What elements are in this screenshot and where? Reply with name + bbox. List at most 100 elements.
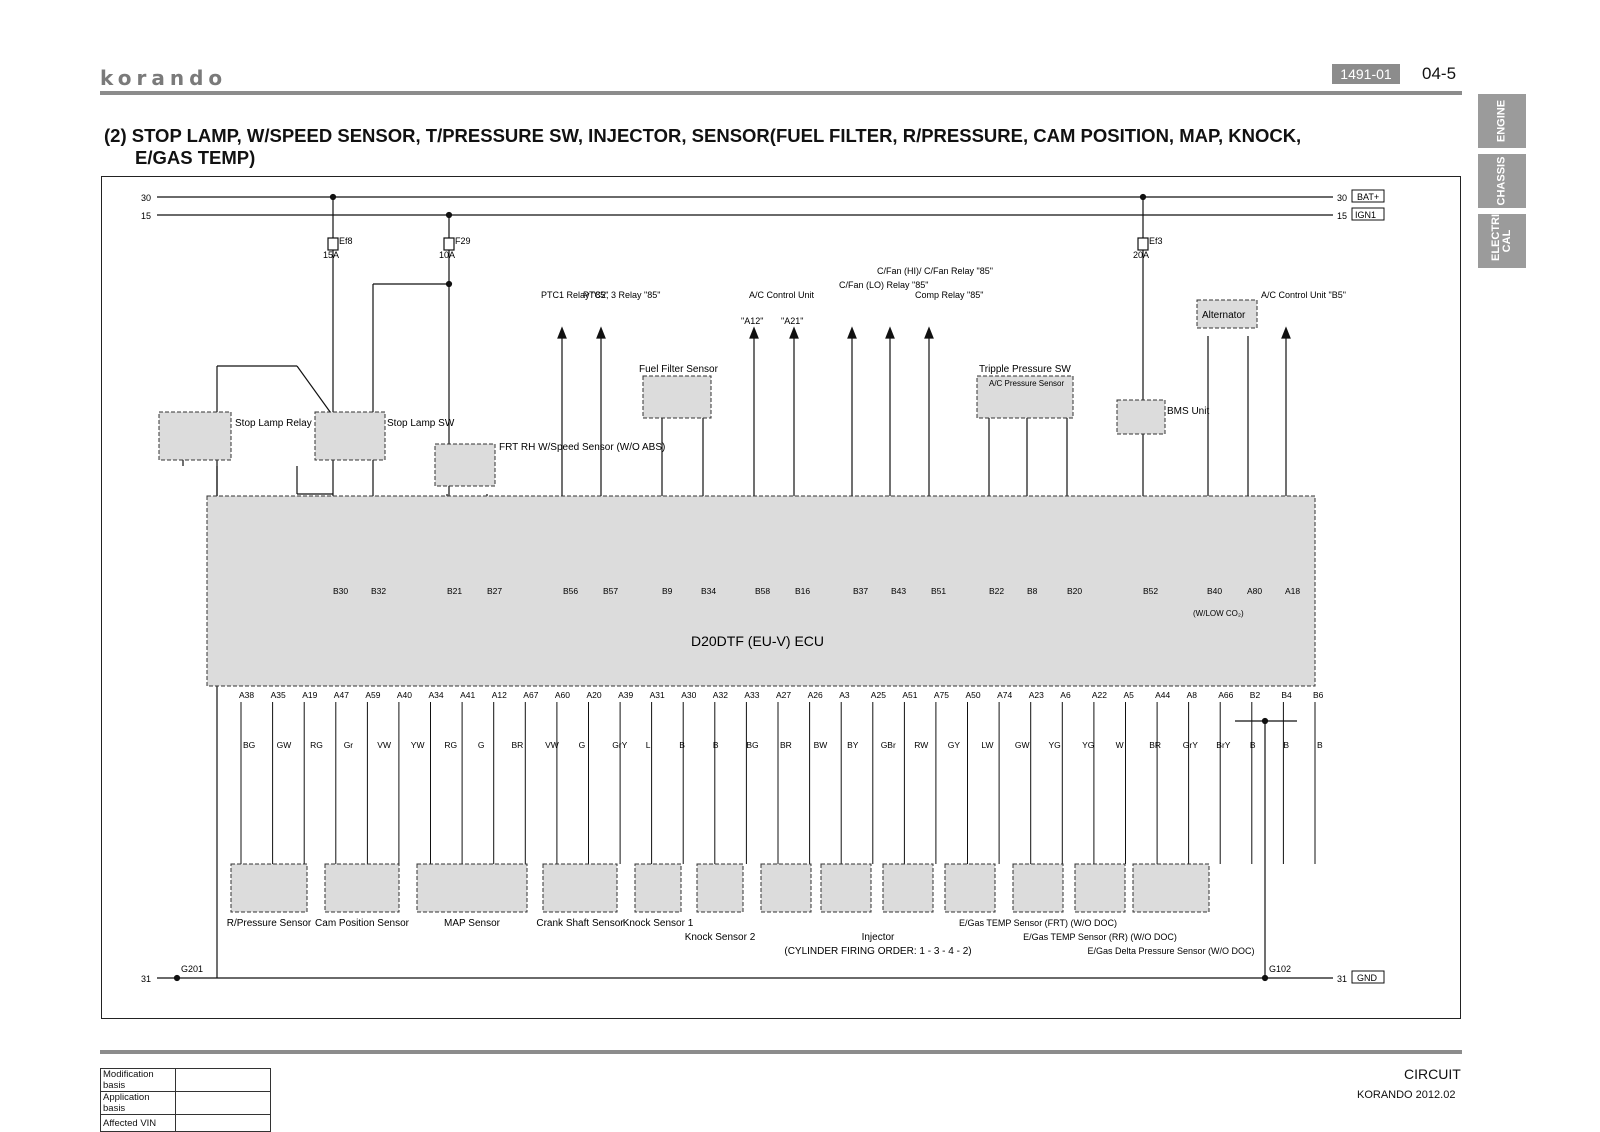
map-sensor-label: MAP Sensor xyxy=(444,918,501,929)
cam-position-sensor-label: Cam Position Sensor xyxy=(315,918,410,929)
tab-engine[interactable]: ENGINE xyxy=(1478,94,1526,148)
egas-temp-rr-label: E/Gas TEMP Sensor (RR) (W/O DOC) xyxy=(1023,932,1177,942)
stop-lamp-relay-box xyxy=(158,411,232,461)
title-line-1: (2) STOP LAMP, W/SPEED SENSOR, T/PRESSUR… xyxy=(104,125,1302,146)
pin-top-13: B22 xyxy=(989,586,1004,596)
wire-color-9: VW xyxy=(545,740,559,750)
wire-color-28: GrY xyxy=(1183,740,1198,750)
ecu-label: D20DTF (EU-V) ECU xyxy=(691,633,824,649)
fuel-filter-sensor-label: Fuel Filter Sensor xyxy=(639,364,719,375)
injector-1-box xyxy=(760,863,812,913)
pin-top-19: A18 xyxy=(1285,586,1300,596)
fuse-f29-name: F29 xyxy=(455,236,471,246)
pin-bottom-26: A6 xyxy=(1060,690,1071,700)
section-label: CIRCUIT xyxy=(1404,1066,1461,1082)
rail-30-right: 30 xyxy=(1337,193,1347,203)
pin-bottom-2: A19 xyxy=(302,690,317,700)
pin-bottom-31: A66 xyxy=(1218,690,1233,700)
gnd-label: GND xyxy=(1357,973,1378,983)
pin-bottom-7: A41 xyxy=(460,690,475,700)
fuse-ef3-name: Ef3 xyxy=(1149,236,1163,246)
wire-color-13: B xyxy=(679,740,685,750)
pin-bottom-29: A44 xyxy=(1155,690,1170,700)
pin-top-11: B43 xyxy=(891,586,906,596)
r-pressure-sensor-box xyxy=(230,863,308,913)
bat-plus-label: BAT+ xyxy=(1357,192,1379,202)
cfan-lo-relay-label: C/Fan (LO) Relay "85" xyxy=(839,280,928,290)
wire-color-27: BR xyxy=(1149,740,1161,750)
pin-bottom-27: A22 xyxy=(1092,690,1107,700)
injector-3-box xyxy=(882,863,934,913)
ptc23-relay-label: PTC2, 3 Relay "85" xyxy=(583,290,660,300)
wiring-diagram: 30 15 31 30 15 31 BAT+ IGN1 GND Ef8 15A … xyxy=(141,189,1385,984)
ac-control-a12: "A12" xyxy=(741,316,763,326)
cam-position-sensor-box xyxy=(324,863,400,913)
pin-bottom-25: A23 xyxy=(1029,690,1044,700)
ground-g102: G102 xyxy=(1269,964,1291,974)
rail-31-right: 31 xyxy=(1337,974,1347,984)
wire-color-3: Gr xyxy=(344,740,354,750)
stop-lamp-sw-label: Stop Lamp SW xyxy=(387,418,455,429)
wire-color-20: RW xyxy=(914,740,928,750)
tab-engine-label: ENGINE xyxy=(1495,99,1508,143)
bms-unit-box xyxy=(1116,399,1166,435)
modification-table: Modification basis Application basis Aff… xyxy=(100,1068,271,1132)
modification-basis-label: Modification basis xyxy=(100,1068,176,1092)
ac-control-unit-b5-label: A/C Control Unit "B5" xyxy=(1261,290,1346,300)
model-label: KORANDO 2012.02 xyxy=(1357,1089,1456,1101)
pin-bottom-5: A40 xyxy=(397,690,412,700)
ac-pressure-sensor-box xyxy=(976,375,1074,419)
rail-15-left: 15 xyxy=(141,211,151,221)
knock-sensor-1-box xyxy=(634,863,682,913)
pin-bottom-20: A25 xyxy=(871,690,886,700)
tab-chassis[interactable]: CHASSIS xyxy=(1478,154,1526,208)
pin-bottom-1: A35 xyxy=(271,690,286,700)
injector-label: Injector xyxy=(862,932,895,943)
fuel-filter-sensor-box xyxy=(642,375,712,419)
pin-bottom-8: A12 xyxy=(492,690,507,700)
tripple-pressure-sw-label: Tripple Pressure SW xyxy=(979,364,1071,375)
title-line-2: E/GAS TEMP) xyxy=(135,147,256,168)
pin-top-15: B20 xyxy=(1067,586,1082,596)
fuse-f29-rating: 10A xyxy=(439,250,455,260)
wire-color-7: G xyxy=(478,740,485,750)
doc-code-badge: 1491-01 xyxy=(1332,64,1400,84)
knock-sensor-2-box xyxy=(696,863,744,913)
ac-pressure-sensor-label: A/C Pressure Sensor xyxy=(989,379,1064,388)
pin-bottom-6: A34 xyxy=(429,690,444,700)
pin-top-2: B21 xyxy=(447,586,462,596)
wire-color-25: YG xyxy=(1082,740,1094,750)
affected-vin-label: Affected VIN xyxy=(100,1114,176,1132)
pin-bottom-4: A59 xyxy=(365,690,380,700)
modification-basis-value xyxy=(175,1068,271,1092)
pin-bottom-33: B4 xyxy=(1281,690,1292,700)
application-basis-value xyxy=(175,1091,271,1115)
stop-lamp-sw-box xyxy=(314,411,386,461)
knock-sensor-1-label: Knock Sensor 1 xyxy=(623,918,694,929)
wire-color-2: RG xyxy=(310,740,323,750)
crank-shaft-sensor-label: Crank Shaft Sensor xyxy=(536,918,624,929)
pin-bottom-16: A33 xyxy=(744,690,759,700)
wire-color-24: YG xyxy=(1049,740,1061,750)
comp-relay-label: Comp Relay "85" xyxy=(915,290,983,300)
diagram-frame xyxy=(101,176,1461,1019)
ecu-box xyxy=(206,495,1316,687)
ac-control-unit-label: A/C Control Unit xyxy=(749,290,815,300)
ptc1-relay-label: PTC1 Relay "85" xyxy=(541,290,608,300)
pin-bottom-32: B2 xyxy=(1250,690,1261,700)
tab-electrical[interactable]: ELECTRI CAL xyxy=(1478,214,1526,268)
wire-color-22: LW xyxy=(981,740,993,750)
page-title: (2) STOP LAMP, W/SPEED SENSOR, T/PRESSUR… xyxy=(104,125,1434,169)
wire-color-11: GrY xyxy=(612,740,627,750)
pin-top-9: B16 xyxy=(795,586,810,596)
pin-top-14: B8 xyxy=(1027,586,1038,596)
pin-top-17: B40 xyxy=(1207,586,1222,596)
egas-delta-pressure-box xyxy=(1132,863,1210,913)
wire-color-5: YW xyxy=(411,740,425,750)
egas-delta-pressure-label: E/Gas Delta Pressure Sensor (W/O DOC) xyxy=(1087,946,1254,956)
pin-bottom-24: A74 xyxy=(997,690,1012,700)
pin-top-18: A80 xyxy=(1247,586,1262,596)
stop-lamp-relay-label: Stop Lamp Relay xyxy=(235,418,312,429)
header-rule xyxy=(100,91,1462,95)
pin-top-4: B56 xyxy=(563,586,578,596)
